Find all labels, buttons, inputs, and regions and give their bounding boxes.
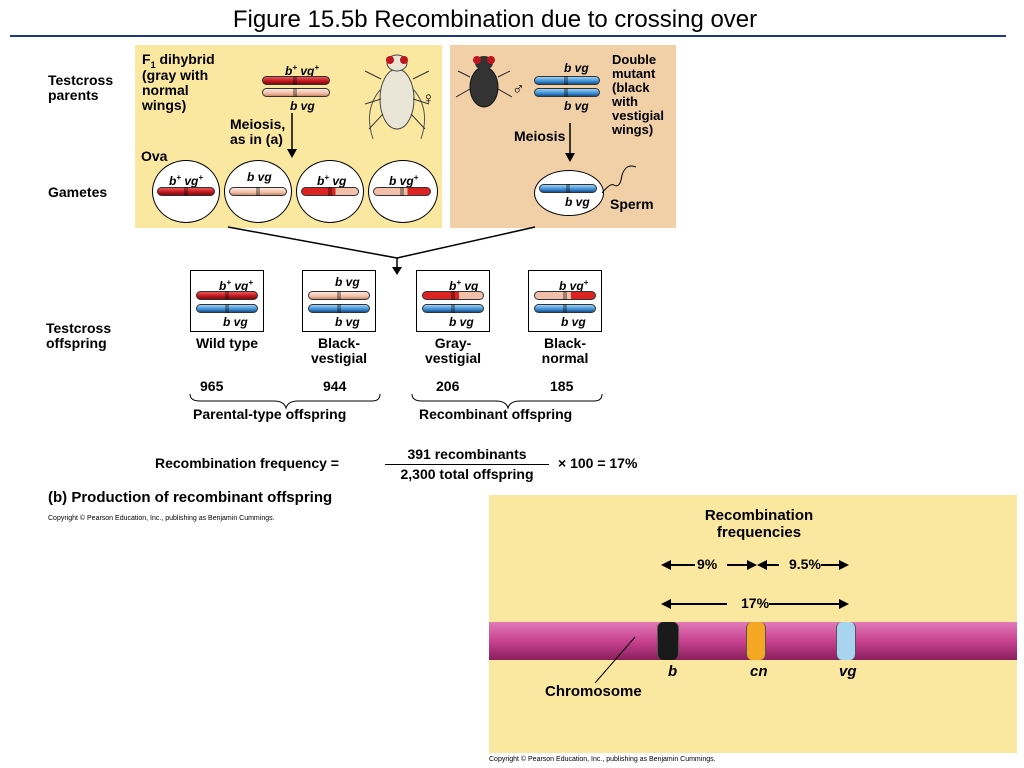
offspring-box-wild-type: b+ vg+ b vg [190, 270, 264, 332]
freq-b-cn: 9% [697, 556, 718, 572]
male-fly-icon [455, 56, 513, 108]
gene-band-b [657, 622, 679, 660]
equation-rhs: × 100 = 17% [558, 455, 638, 471]
ovum-3: b+ vg [296, 160, 364, 223]
male-symbol: ♂ [512, 79, 525, 98]
female-chromosome-peach [262, 88, 330, 97]
ovum-1: b+ vg+ [152, 160, 220, 223]
gene-label-b: b [668, 663, 678, 680]
offspring-box-black-vestigial: b vg b vg [302, 270, 376, 332]
title-rule [10, 35, 1006, 37]
female-meiosis-arrow [287, 113, 297, 158]
offspring-name-wild-type: Wild type [195, 335, 259, 351]
copyright-top: Copyright © Pearson Education, Inc., pub… [48, 515, 275, 522]
male-meiosis-arrow [565, 123, 575, 162]
male-parent-panel: ♂ b vg b vg Double mutant (black with ve… [450, 45, 676, 228]
count-gray-vestigial: 206 [436, 378, 460, 394]
count-black-vestigial: 944 [323, 378, 347, 394]
offspring-box-black-normal: b vg+ b vg [528, 270, 602, 332]
equation-lhs: Recombination frequency = [155, 455, 339, 471]
sperm-cell: b vg [534, 170, 604, 216]
sperm-label: Sperm [610, 196, 654, 212]
chromosome-bar [489, 622, 1017, 660]
female-fly-icon [364, 54, 430, 140]
male-description: Double mutant (black with vestigial wing… [612, 52, 665, 137]
offspring-braces [189, 393, 603, 410]
offspring-box-gray-vestigial: b+ vg b vg [416, 270, 490, 332]
recombinant-offspring-label: Recombinant offspring [419, 406, 573, 422]
testcross-parents-label: Testcross parents [48, 72, 114, 103]
cross-lines [227, 226, 536, 275]
offspring-name-gray-vestigial: Gray- vestigial [424, 335, 482, 366]
female-chromosome-red [262, 76, 330, 85]
offspring-name-black-vestigial: Black- vestigial [310, 335, 368, 366]
recombination-map-panel: Recombination frequencies 9% 9.5% 17% b … [489, 495, 1017, 763]
male-bottom-genes: b vg [564, 99, 589, 113]
testcross-offspring-label: Testcross offspring [46, 320, 112, 351]
page-title: Figure 15.5b Recombination due to crossi… [232, 6, 758, 33]
sperm-tail-icon [601, 165, 637, 194]
offspring-name-black-normal: Black- normal [541, 335, 589, 366]
count-wild-type: 965 [200, 378, 224, 394]
female-meiosis-label: Meiosis, as in (a) [230, 116, 286, 147]
gene-label-vg: vg [839, 663, 857, 680]
female-description: (gray with normal wings) [142, 67, 209, 113]
male-top-genes: b vg [564, 61, 589, 75]
gene-band-vg [836, 622, 856, 660]
gametes-label: Gametes [48, 184, 108, 200]
equation-numerator: 391 recombinants [407, 446, 527, 462]
gene-label-cn: cn [750, 663, 768, 680]
male-chromosome-2 [534, 88, 600, 97]
ova-label: Ova [141, 148, 168, 164]
ovum-4: b vg+ [368, 160, 438, 223]
male-meiosis-label: Meiosis [514, 128, 566, 144]
chromosome-label: Chromosome [545, 683, 642, 700]
count-black-normal: 185 [550, 378, 574, 394]
chromosome-pointer [594, 636, 636, 684]
female-top-genes: b+ vg+ [285, 63, 320, 78]
male-chromosome-1 [534, 76, 600, 85]
female-symbol: ♀ [422, 89, 435, 108]
map-frequency-arrows [661, 560, 849, 609]
female-bottom-genes: b vg [290, 99, 315, 113]
ovum-2: b vg [224, 160, 292, 223]
figure-caption: (b) Production of recombinant offspring [48, 489, 333, 506]
gene-band-cn [746, 622, 766, 660]
freq-cn-vg: 9.5% [789, 556, 821, 572]
freq-b-vg: 17% [741, 595, 770, 611]
parental-offspring-label: Parental-type offspring [193, 406, 347, 422]
equation-denominator: 2,300 total offspring [400, 466, 534, 482]
map-heading: Recombination frequencies [704, 507, 814, 541]
copyright-bottom: Copyright © Pearson Education, Inc., pub… [489, 756, 716, 763]
equation-fraction-bar [385, 464, 549, 465]
f1-dihybrid-label: F1 dihybrid [142, 51, 215, 70]
